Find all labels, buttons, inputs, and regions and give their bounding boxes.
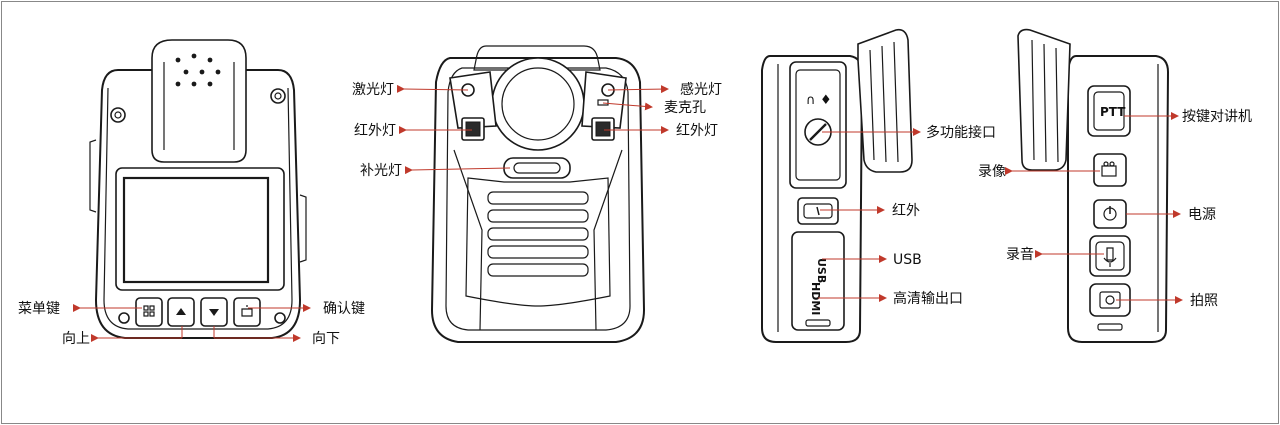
label-microphone-hole: 麦克孔 bbox=[664, 100, 706, 116]
label-menu-key: 菜单键 bbox=[18, 301, 60, 317]
device-right-side-view: PTT bbox=[1017, 28, 1170, 343]
device-ptt-text: PTT bbox=[1100, 105, 1126, 119]
label-confirm-key: 确认键 bbox=[323, 301, 365, 317]
device-usb-text: USB bbox=[815, 258, 828, 283]
label-multi-port: 多功能接口 bbox=[926, 124, 996, 141]
device-left-side-view: ∩ ♦ USB HDMI bbox=[761, 28, 913, 343]
back-buttons bbox=[135, 297, 261, 327]
device-hdmi-text: HDMI bbox=[809, 282, 822, 315]
label-down: 向下 bbox=[312, 331, 340, 347]
device-front-view bbox=[430, 45, 646, 343]
label-infrared-light-left: 红外灯 bbox=[354, 123, 396, 139]
callout-arrows bbox=[73, 84, 1183, 342]
label-infrared-light-right: 红外灯 bbox=[676, 123, 718, 139]
callout-labels: 菜单键 向上 向下 确认键 激光灯 红外灯 补光灯 感光灯 麦克孔 红外灯 多功… bbox=[18, 81, 1252, 347]
label-power: 电源 bbox=[1188, 207, 1216, 223]
label-record-video: 录像 bbox=[978, 164, 1006, 180]
label-ptt-key: 按键对讲机 bbox=[1182, 109, 1252, 125]
label-record-audio: 录音 bbox=[1006, 246, 1034, 263]
svg-text:♦: ♦ bbox=[820, 93, 832, 108]
label-fill-light: 补光灯 bbox=[360, 163, 402, 179]
label-photo: 拍照 bbox=[1190, 293, 1218, 309]
label-infrared-key: 红外 bbox=[892, 203, 920, 219]
label-up: 向上 bbox=[62, 331, 90, 347]
label-hdmi-out: 高清输出口 bbox=[893, 290, 963, 307]
label-light-sensor: 感光灯 bbox=[680, 81, 722, 98]
svg-text:∩: ∩ bbox=[806, 93, 816, 108]
device-back-view bbox=[89, 39, 307, 339]
label-usb-port: USB bbox=[893, 252, 922, 268]
label-laser-light: 激光灯 bbox=[352, 81, 394, 98]
